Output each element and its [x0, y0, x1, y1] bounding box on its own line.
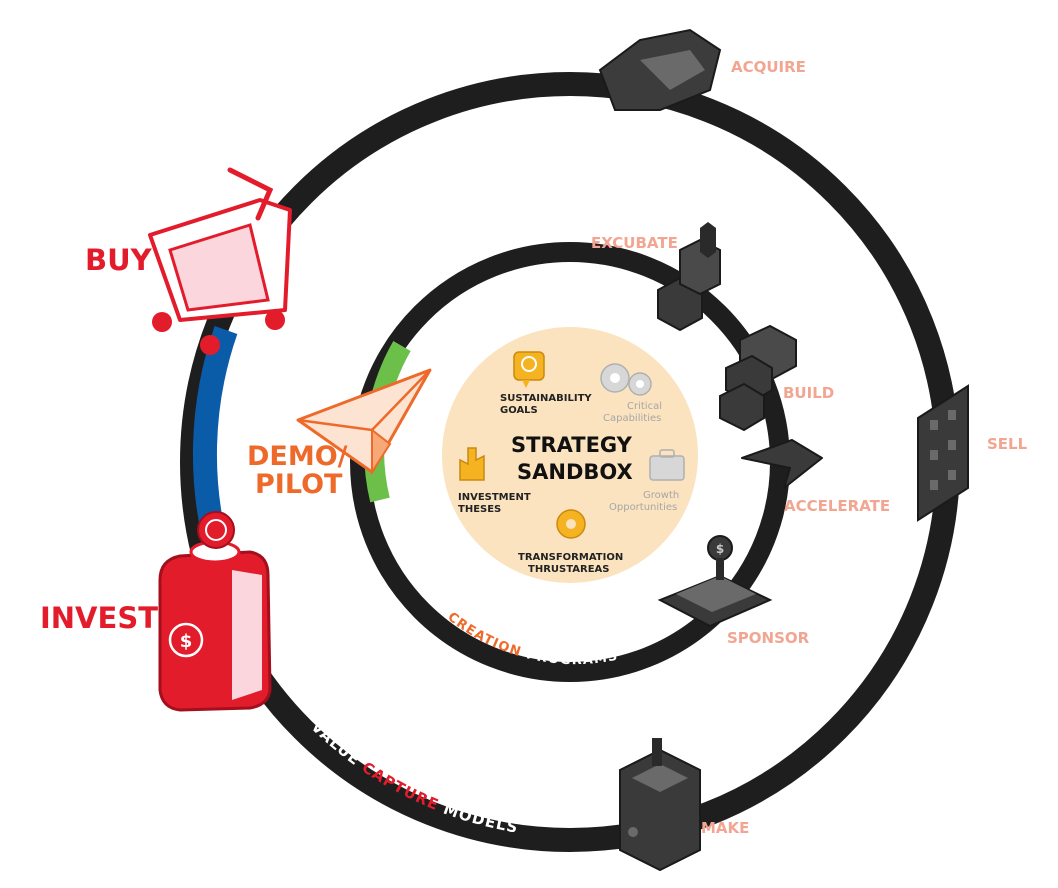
sustainability-goals-label-1: SUSTAINABILITY — [500, 393, 592, 404]
critical-capabilities-label-1: Critical — [627, 401, 662, 412]
buy-label: BUY — [85, 243, 153, 277]
investment-theses-label-1: INVESTMENT — [458, 492, 531, 503]
pilot-label: PILOT — [255, 469, 343, 500]
sell-label: SELL — [987, 435, 1028, 453]
buy-stage[interactable]: BUY — [85, 167, 292, 355]
svg-text:$: $ — [716, 542, 724, 556]
demo-label: DEMO/ — [247, 441, 348, 472]
make-label: MAKE — [701, 819, 749, 837]
investment-theses-label-2: THESES — [458, 504, 501, 515]
sponsor-label: SPONSOR — [727, 629, 810, 647]
transformation-label-1: TRANSFORMATION — [518, 552, 623, 563]
money-bag-icon: $ — [657, 535, 773, 628]
handshake-icon — [598, 28, 722, 111]
sustainability-goals-icon — [513, 351, 545, 388]
strategy-title: STRATEGY — [511, 433, 633, 457]
briefcase-icon — [649, 449, 685, 481]
transformation-label-2: THRUSTAREAS — [528, 564, 609, 575]
invest-stage[interactable]: $ INVEST — [40, 511, 272, 712]
accelerate-label: ACCELERATE — [784, 497, 890, 515]
demo-pilot-stage[interactable]: DEMO/ PILOT — [247, 368, 432, 500]
coin-jar-icon: $ — [158, 511, 272, 712]
sandbox-title: SANDBOX — [517, 460, 633, 484]
sell-stage[interactable]: SELL — [917, 384, 1028, 522]
factory-icon — [459, 447, 485, 481]
gear-icon — [556, 509, 586, 539]
sustainability-goals-label-2: GOALS — [500, 405, 538, 416]
sponsor-stage[interactable]: $ SPONSOR — [657, 535, 810, 647]
build-label: BUILD — [783, 384, 834, 402]
strategy-sandbox-core: SUSTAINABILITY GOALS Critical Capabiliti… — [442, 327, 698, 583]
build-stage[interactable]: BUILD — [719, 324, 834, 432]
building-blocks-icon — [657, 222, 721, 332]
accelerate-stage[interactable]: ACCELERATE — [741, 439, 890, 515]
invest-label: INVEST — [40, 601, 158, 635]
acquire-stage[interactable]: ACQUIRE — [598, 28, 806, 111]
shopping-cart-icon — [148, 167, 292, 355]
stacked-boxes-icon — [719, 324, 797, 432]
arrow-icon — [741, 439, 823, 489]
paper-plane-icon — [296, 368, 432, 476]
excubate-label: EXCUBATE — [591, 234, 678, 252]
growth-opportunities-label-2: Opportunities — [609, 502, 677, 513]
3d-printer-icon — [619, 738, 701, 872]
gears-icon — [600, 363, 652, 396]
acquire-label: ACQUIRE — [731, 58, 806, 76]
critical-capabilities-label-2: Capabilities — [603, 413, 661, 424]
growth-opportunities-label-1: Growth — [643, 490, 679, 501]
svg-text:$: $ — [180, 631, 193, 652]
circuit-board-icon — [917, 384, 969, 522]
make-stage[interactable]: MAKE — [619, 738, 749, 872]
excubate-stage[interactable]: EXCUBATE — [591, 222, 721, 332]
